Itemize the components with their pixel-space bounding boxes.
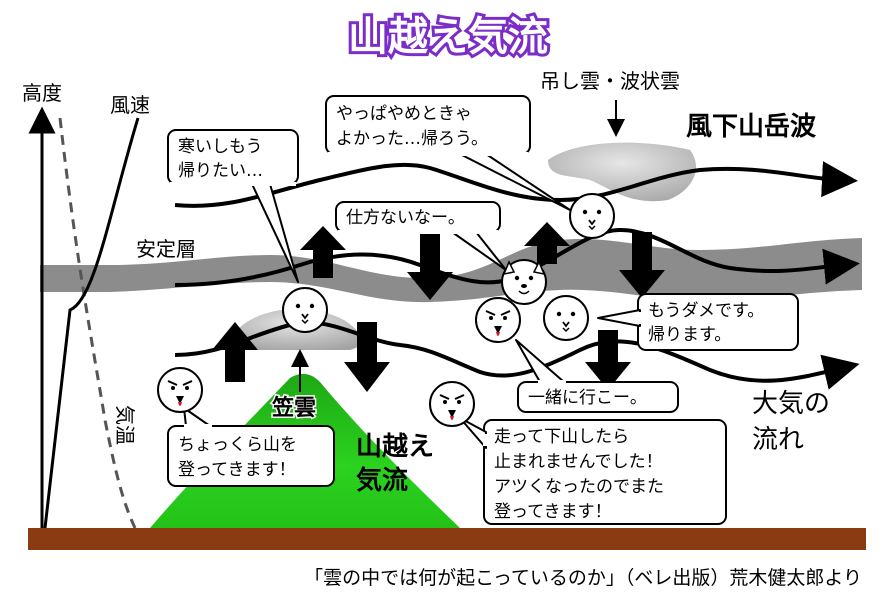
temperature-label: 気温 <box>113 405 137 445</box>
svg-text:寒いしもう帰りたい…: 寒いしもう帰りたい… <box>178 137 263 181</box>
svg-text:一緒に行こー。: 一緒に行こー。 <box>528 388 647 408</box>
character-angry-climb <box>157 367 203 413</box>
character-angry-together <box>475 297 521 343</box>
stable-layer-label: 安定層 <box>136 237 196 261</box>
lenticular-cloud <box>548 142 697 202</box>
bubble-hot: 走って下山したら止まれませんでした！アツくなったのでまた登ってきます！ <box>459 417 727 525</box>
bubble-give-up: もうダメです。帰ります。 <box>597 293 799 351</box>
svg-text:仕方ないなー。: 仕方ないなー。 <box>346 208 465 228</box>
flow-line-upper <box>174 161 858 208</box>
bubble-cold: 寒いしもう帰りたい… <box>167 129 299 283</box>
svg-text:走って下山したら止まれませんでした！アツくなったのでまた登っ: 走って下山したら止まれませんでした！アツくなったのでまた登ってきます！ <box>494 427 664 522</box>
temperature-line <box>58 117 137 529</box>
lee-wave-label: 風下山岳波 <box>686 112 817 142</box>
lenticular-cloud-label: 吊し雲・波状雲 <box>540 69 680 93</box>
character-calm-giveup <box>543 295 589 341</box>
character-dog <box>501 259 547 305</box>
mountain-flow-label: 山越え気流 <box>356 432 434 496</box>
ground <box>28 528 866 550</box>
character-calm-regret <box>569 193 615 239</box>
citation: 「雲の中では何が起こっているのか」（ベレ出版）荒木健太郎より <box>304 567 862 589</box>
page-title: 山越え気流 <box>348 14 548 60</box>
character-calm-cold <box>282 287 328 333</box>
altitude-axis-label: 高度 <box>22 81 62 105</box>
stable-layer-band <box>40 238 862 303</box>
character-angry-hot <box>429 381 475 427</box>
bubble-climb: ちょっくら山を登ってきます！ <box>167 407 335 487</box>
down-arrows <box>344 232 665 392</box>
cap-cloud-label: 笠雲 <box>271 395 316 421</box>
svg-text:もうダメです。帰ります。: もうダメです。帰ります。 <box>648 301 764 345</box>
svg-text:ちょっくら山を登ってきます！: ちょっくら山を登ってきます！ <box>178 435 297 480</box>
bubble-regret: やっぱやめときゃよかった…帰ろう。 <box>325 95 571 211</box>
bubble-together: 一緒に行こー。 <box>515 339 679 413</box>
bubble-no-choice: 仕方ないなー。 <box>335 201 507 271</box>
svg-text:やっぱやめときゃよかった…帰ろう。: やっぱやめときゃよかった…帰ろう。 <box>336 104 488 149</box>
air-flow-label: 大気の流れ <box>752 389 830 455</box>
wind-speed-label: 風速 <box>110 93 150 117</box>
wind-speed-line <box>43 117 140 529</box>
up-arrows <box>212 222 570 382</box>
